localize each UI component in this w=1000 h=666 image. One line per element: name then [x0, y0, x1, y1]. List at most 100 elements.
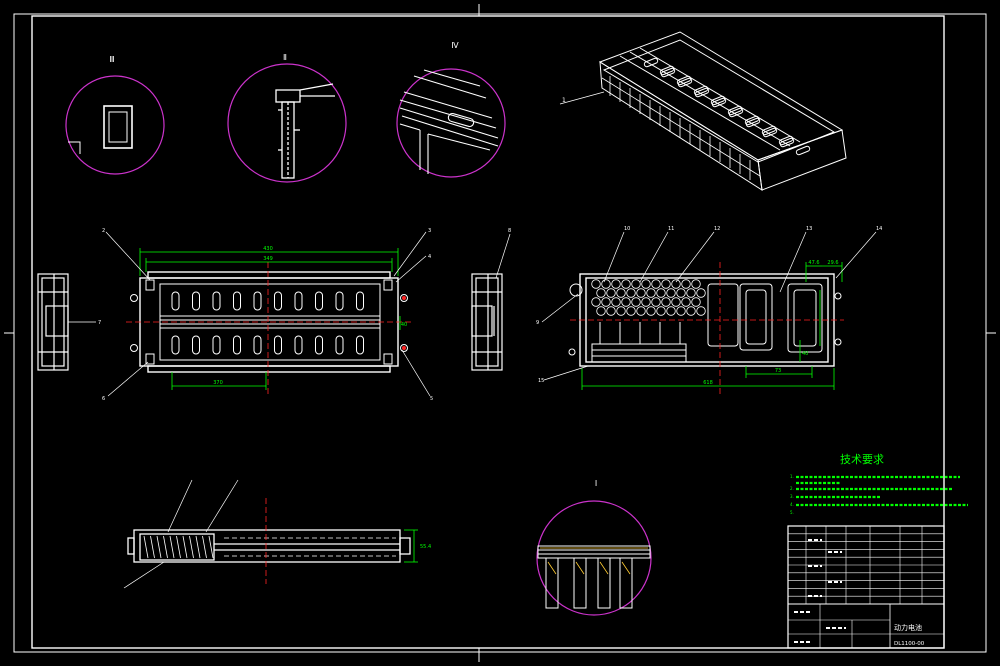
battery-cell	[611, 279, 621, 289]
battery-cell	[641, 297, 651, 307]
bottom-section-view: 55.4	[123, 479, 431, 589]
callout-side-left: 7	[98, 320, 101, 326]
cell-slot	[315, 335, 323, 355]
cell-slot	[212, 291, 221, 311]
detail-d-label: Ⅰ	[595, 479, 597, 488]
battery-cell	[656, 288, 666, 298]
hatch-line	[163, 535, 168, 559]
battery-cell	[636, 306, 646, 316]
battery-cell	[641, 279, 651, 289]
battery-cell	[636, 288, 646, 298]
detail-view-d: Ⅰ	[536, 479, 652, 616]
cell-slot	[253, 335, 262, 355]
battery-cell	[696, 306, 706, 316]
battery-cell	[611, 297, 621, 307]
hatch-line	[202, 535, 207, 559]
callout-front-2: 3	[428, 228, 431, 234]
dim-height-small: 40	[401, 322, 407, 328]
battery-cell	[681, 297, 691, 307]
technical-requirements: 技术要求 1. 2. 3. 4. 5.	[790, 453, 968, 515]
battery-cell	[631, 279, 641, 289]
battery-cell	[591, 279, 601, 289]
battery-cell	[666, 288, 676, 298]
cell-slot	[274, 291, 282, 311]
hatch-line	[208, 535, 214, 559]
battery-cell	[686, 306, 696, 316]
tech-title: 技术要求	[840, 453, 884, 466]
drawing-number: DL1100-00	[894, 641, 925, 647]
battery-cell	[591, 297, 601, 307]
cell-slot	[356, 335, 364, 355]
battery-cell	[696, 288, 706, 298]
cell-slot	[192, 335, 200, 355]
detail-b-label: Ⅱ	[283, 53, 287, 62]
title-block: 动力电池 DL1100-00	[787, 525, 945, 649]
battery-cell	[646, 288, 656, 298]
battery-cell	[631, 297, 641, 307]
callout-sec-7: 15	[538, 378, 544, 384]
cell-slot	[315, 291, 323, 311]
cell-slot	[212, 335, 221, 355]
hatch-line	[189, 535, 194, 559]
hatch-line	[156, 535, 162, 559]
detail-c-label: Ⅳ	[451, 41, 459, 50]
hatch-line	[182, 535, 188, 559]
callout-sec-6: 14	[876, 226, 882, 232]
tech-item-4: 4.	[790, 502, 794, 507]
cell-slot	[294, 335, 303, 355]
callout-side-right: 8	[508, 228, 511, 234]
battery-cell	[656, 306, 666, 316]
dim-section-height: 55.4	[420, 544, 431, 550]
battery-cell	[681, 279, 691, 289]
callout-sec-1: 9	[536, 320, 539, 326]
front-view: 430 349 370 40 2 3 4 5 6	[102, 228, 433, 402]
battery-cell	[616, 288, 626, 298]
dim-slot-span: 370	[213, 380, 223, 386]
battery-cell	[671, 297, 681, 307]
dim-side-a: 47.6	[808, 260, 819, 266]
battery-cell	[596, 306, 606, 316]
hatch-line	[195, 535, 201, 559]
drawing-name: 动力电池	[894, 623, 922, 632]
battery-cell	[616, 306, 626, 316]
battery-cell	[601, 279, 611, 289]
tech-item-3: 3.	[790, 494, 794, 499]
callout-sec-2: 10	[624, 226, 630, 232]
callout-front-5: 6	[102, 396, 105, 402]
cell-slot	[192, 291, 200, 311]
hatch-line	[169, 535, 175, 559]
callout-front-4: 5	[430, 396, 433, 402]
tech-item-1: 1.	[790, 474, 794, 479]
cell-slot	[274, 335, 282, 355]
cell-slot	[253, 291, 262, 311]
battery-cell	[671, 279, 681, 289]
cell-slot	[335, 291, 344, 311]
cell-slot	[171, 335, 180, 355]
battery-cell	[651, 279, 661, 289]
callout-sec-4: 12	[714, 226, 720, 232]
tech-item-2: 2.	[790, 486, 794, 491]
battery-cell	[686, 288, 696, 298]
isometric-view: 1	[559, 31, 847, 191]
cell-slot	[233, 291, 241, 311]
detail-view-b: Ⅱ	[227, 53, 347, 183]
iso-slot	[795, 145, 811, 156]
hatch-line	[176, 535, 181, 559]
battery-cell	[606, 306, 616, 316]
dim-side-d: 73	[775, 368, 781, 374]
dim-side-b: 29.6	[827, 260, 838, 266]
battery-cell	[621, 297, 631, 307]
battery-cell	[666, 306, 676, 316]
tech-item-5: 5.	[790, 510, 794, 515]
battery-cell	[661, 297, 671, 307]
cell-slot	[335, 335, 344, 355]
dim-inner-width: 349	[263, 256, 273, 262]
battery-cell	[691, 297, 701, 307]
dim-side-total: 618	[703, 380, 713, 386]
cell-slot	[294, 291, 303, 311]
callout-front-3: 4	[428, 254, 431, 260]
cell-slot	[171, 291, 180, 311]
callout-front-1: 2	[102, 228, 105, 234]
dim-side-c: 40	[802, 351, 808, 357]
